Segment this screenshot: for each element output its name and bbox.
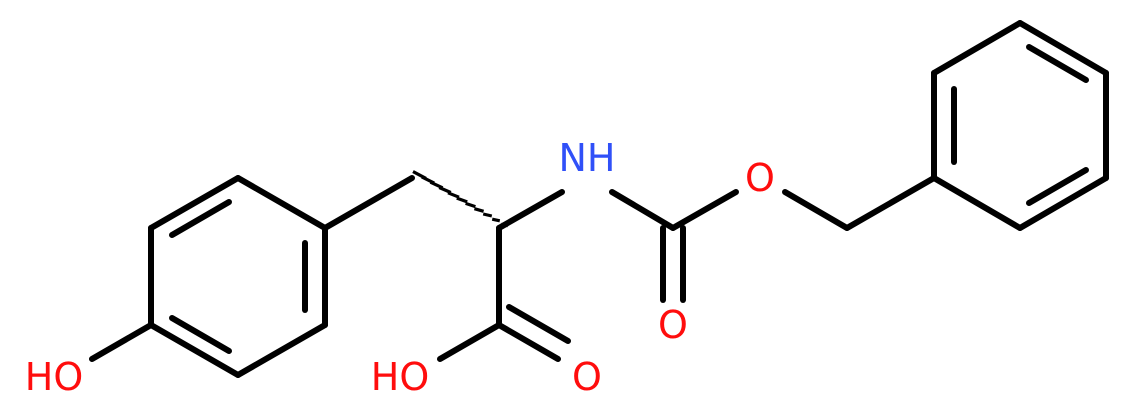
bond-cooh-co [506,304,571,344]
hash-line [456,196,468,204]
double-bond-inner [169,199,232,238]
hash-line [473,207,485,213]
atom-label-amine-nh: NH [559,136,616,180]
bond [1017,20,1109,76]
atom-label-acid-oh: HO [371,355,429,399]
phenol-ring [148,175,328,378]
bond-phenol-oh [89,322,154,362]
hash-line [465,201,476,209]
bond-ch2-phenyl [844,175,937,231]
bond [931,20,1023,76]
bond [235,175,328,231]
bond-n-carbamate [609,189,676,231]
bond [148,175,241,231]
bond-ring-ch2 [322,175,415,231]
hash-line [412,170,427,180]
atom-label-phenol-oh: HO [25,355,83,399]
hash-line [491,217,501,223]
bond [1017,175,1109,231]
double-bond-inner [169,315,232,354]
bond [235,322,328,378]
atom-label-acid-carbonyl-o: O [572,355,602,399]
double-bond-inner [1026,167,1089,206]
atom-label-carbamate-carbonyl-o: O [658,303,688,347]
atom-label-ester-o: O [745,156,775,200]
bond-calpha-n [496,189,565,231]
bond-cooh-oh [437,322,502,362]
bond-carbamate-o [670,189,739,231]
bond [931,175,1023,231]
bond [148,322,241,378]
bond-cooh-co [496,322,561,362]
hashed-wedge-bond [412,170,509,228]
double-bond-inner [1026,44,1089,83]
phenyl-ring [931,20,1109,231]
bond-o-ch2 [782,189,850,231]
hash-line [482,212,493,218]
